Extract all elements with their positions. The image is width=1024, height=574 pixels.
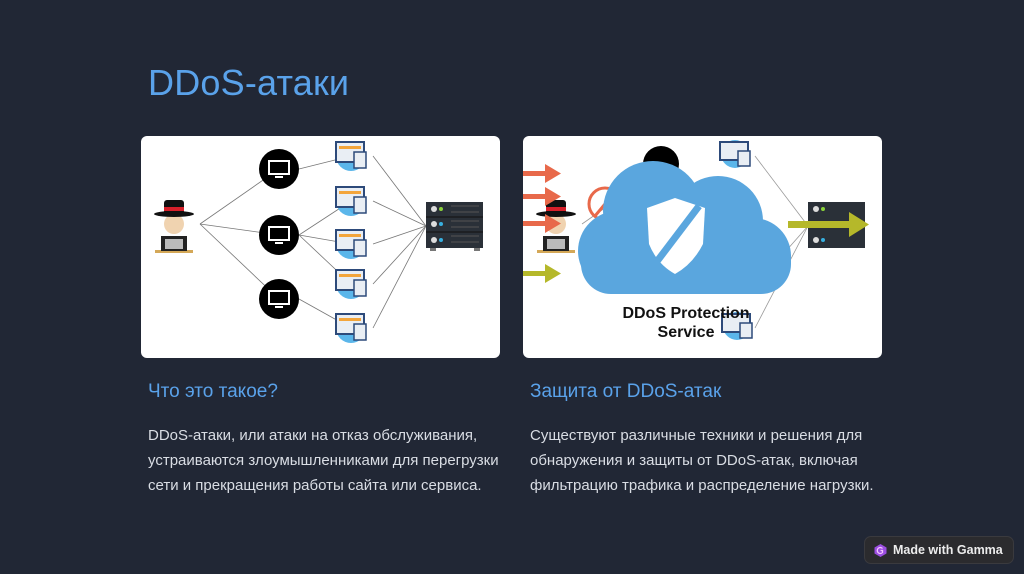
device-icon [719, 140, 751, 168]
connection-lines [199, 155, 427, 329]
hacker-icon [154, 200, 194, 253]
cloud-label-line2: Service [658, 324, 715, 341]
protection-illustration: DDoS Protection Service [523, 140, 869, 341]
device-icon [721, 312, 753, 340]
ddos-protection-diagram: DDoS Protection Service [523, 136, 882, 358]
cloud-label-line1: DDoS Protection [622, 305, 749, 322]
ddos-attack-diagram [141, 136, 500, 358]
attack-arrow-icon [523, 164, 561, 233]
computer-icon [259, 279, 299, 319]
clean-traffic-arrow-icon [523, 264, 561, 283]
left-body-text: DDoS-атаки, или атаки на отказ обслужива… [148, 427, 499, 494]
gamma-logo-icon [874, 543, 887, 557]
cloud-icon [578, 161, 791, 294]
device-icon [335, 313, 367, 343]
server-icon [426, 202, 483, 251]
clean-traffic-arrow-icon [788, 212, 869, 237]
device-icon [335, 229, 367, 259]
device-icon [335, 141, 367, 171]
badge-label: Made with Gamma [893, 543, 1003, 557]
made-with-gamma-badge[interactable]: Made with Gamma [864, 536, 1014, 564]
hacker-icon [536, 200, 576, 253]
shield-icon [647, 198, 705, 274]
attack-network-illustration [154, 141, 483, 343]
computer-icon [259, 149, 299, 189]
slide-title: DDoS-атаки [148, 62, 350, 103]
computer-icon [259, 215, 299, 255]
right-heading: Защита от DDoS-атак [530, 381, 722, 402]
device-icon [335, 186, 367, 216]
device-icon [335, 269, 367, 299]
right-body-text: Существуют различные техники и решения д… [530, 427, 874, 494]
left-heading: Что это такое? [148, 381, 278, 402]
